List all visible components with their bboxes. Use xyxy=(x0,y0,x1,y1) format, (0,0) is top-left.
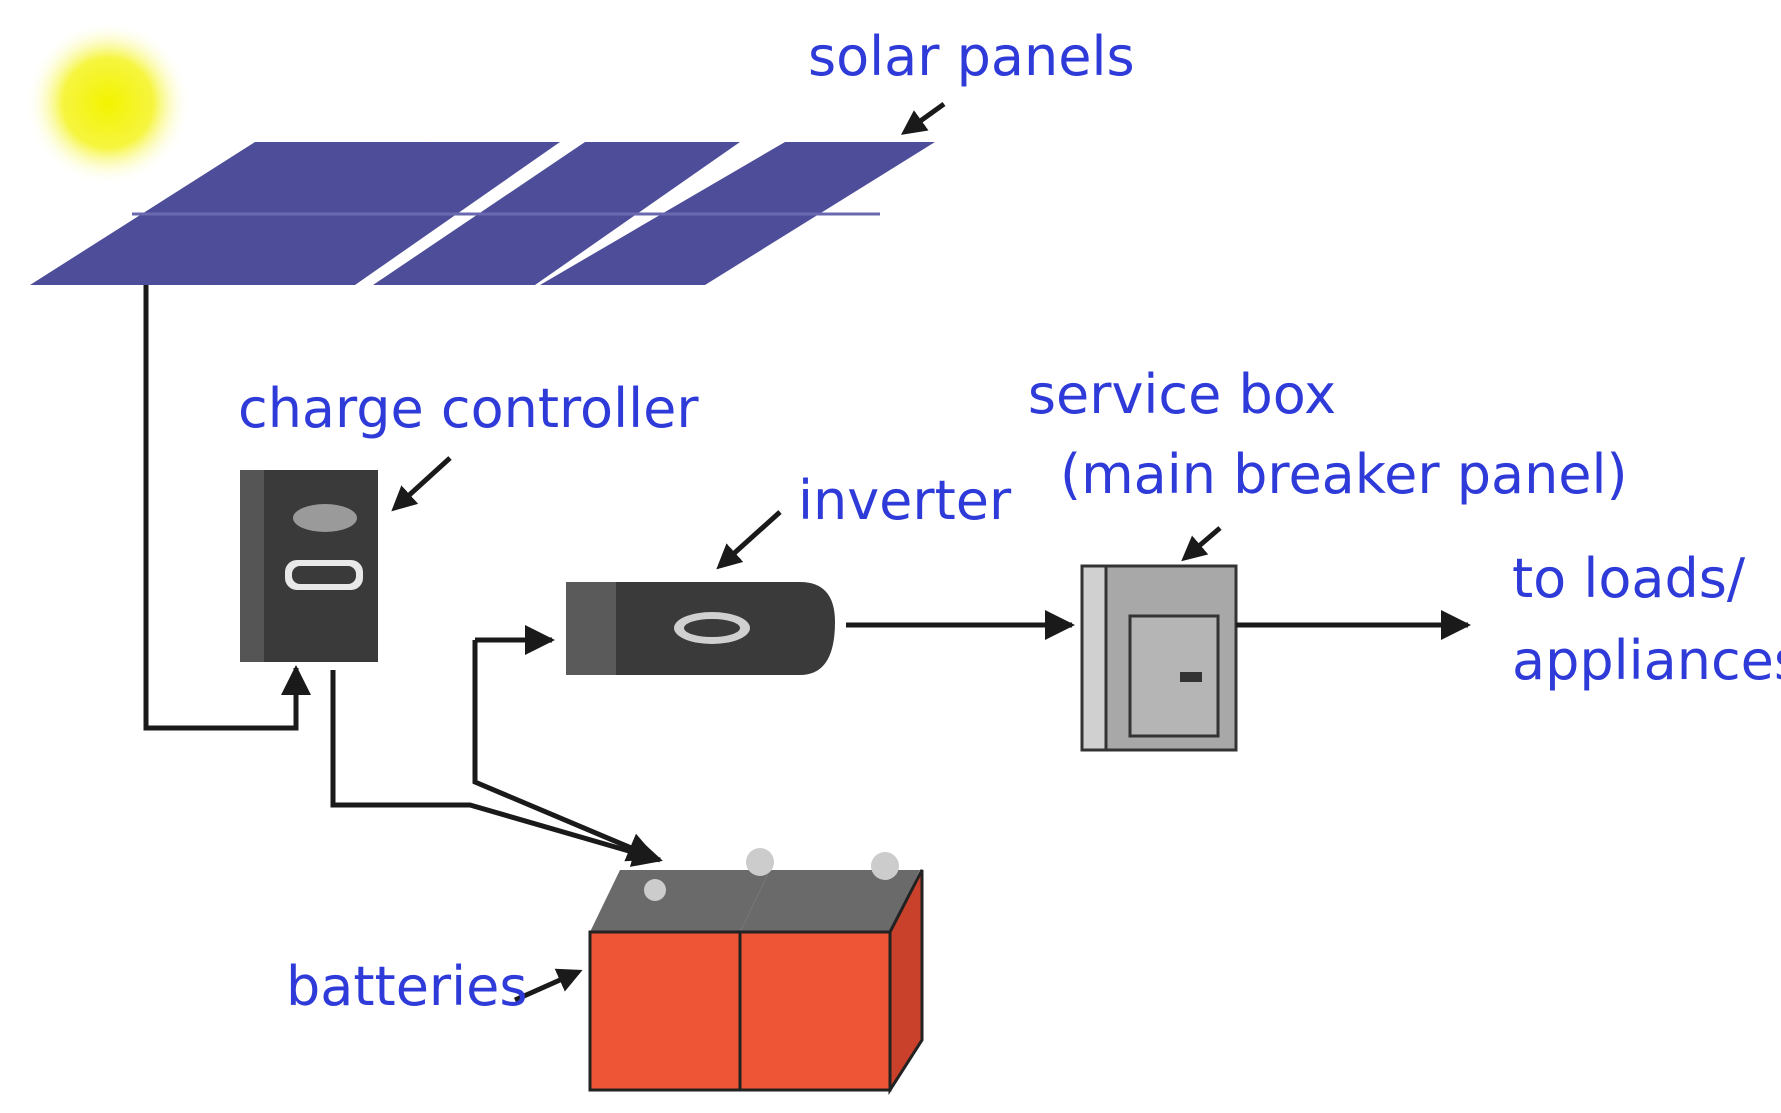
inverter-device xyxy=(566,582,835,675)
label-charge-controller: charge controller xyxy=(238,377,699,440)
pointer-batteries xyxy=(513,968,583,1003)
label-solar-panels: solar panels xyxy=(808,25,1135,88)
batteries-device xyxy=(588,848,924,1096)
label-to-loads: to loads/ xyxy=(1512,547,1746,610)
wire-inverter-to-batteries xyxy=(472,640,658,862)
label-batteries: batteries xyxy=(286,955,528,1018)
pointer-service-box xyxy=(1181,526,1222,562)
pointer-inverter xyxy=(716,510,782,570)
label-service-box: service box xyxy=(1027,363,1337,426)
wire-controller-to-batteries xyxy=(330,670,663,867)
solar-panels xyxy=(30,142,935,285)
pointer-solar-panels xyxy=(900,101,946,135)
label-main-breaker-panel: (main breaker panel) xyxy=(1060,443,1628,506)
service-box-device xyxy=(1080,564,1238,752)
sun-icon xyxy=(26,21,190,185)
charge-controller-device xyxy=(240,470,378,662)
label-appliances: appliances xyxy=(1512,629,1781,692)
wire-panels-to-controller xyxy=(143,285,311,731)
pointer-charge-controller xyxy=(391,456,452,512)
label-inverter: inverter xyxy=(798,469,1012,532)
